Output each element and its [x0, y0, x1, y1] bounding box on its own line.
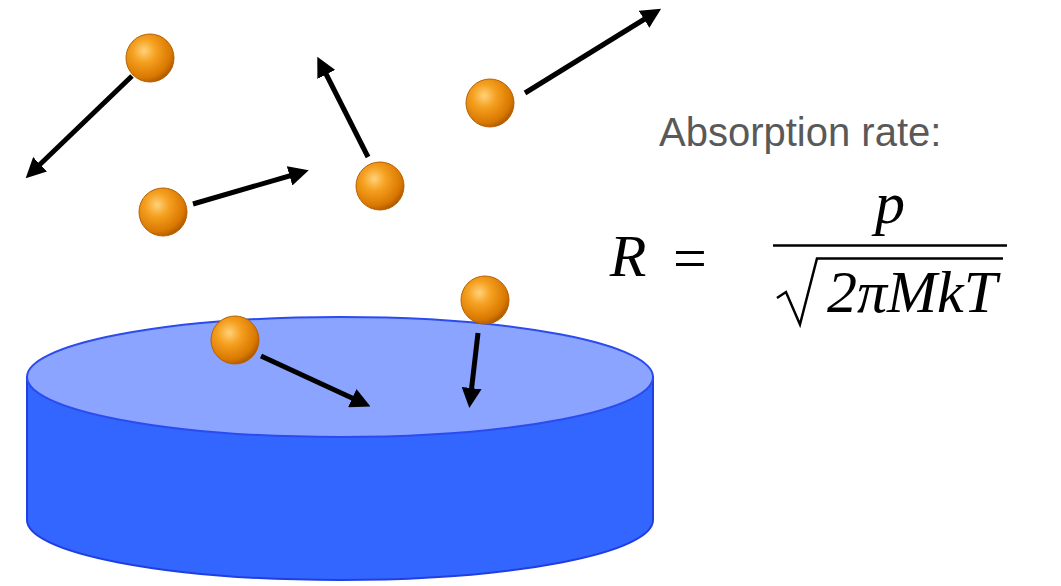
gas-particle [356, 162, 404, 210]
gas-particle [126, 34, 174, 82]
gas-particle [461, 276, 509, 324]
velocity-arrow [320, 62, 368, 157]
fraction-numerator: p [871, 169, 909, 238]
gas-particles [126, 34, 514, 364]
velocity-arrow [261, 356, 365, 404]
gas-particle [466, 79, 514, 127]
velocity-arrow [30, 76, 132, 174]
gas-particle [139, 188, 187, 236]
fraction-bar [773, 244, 1007, 247]
velocity-arrow [193, 172, 303, 204]
gas-particle [211, 316, 259, 364]
velocity-arrow [470, 333, 478, 402]
fraction-denominator: 2πMkT [823, 258, 1001, 327]
velocity-arrow [525, 12, 656, 93]
velocity-arrows [30, 12, 656, 404]
caption-text: Absorption rate: [655, 110, 945, 155]
absorber-cylinder [27, 317, 653, 580]
math-variable: R [606, 222, 651, 291]
math-operator: = [669, 224, 711, 293]
cylinder-top [27, 317, 653, 437]
